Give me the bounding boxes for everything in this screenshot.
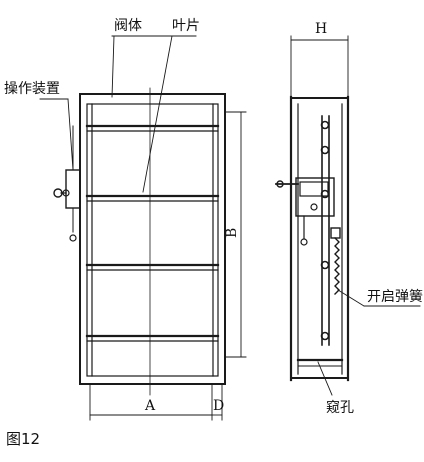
dimension-label-a: A [144, 398, 156, 414]
operating-device [53, 125, 81, 242]
peephole-leader [317, 361, 333, 396]
blade-2 [85, 194, 220, 202]
label-valve-body: 阀体 [114, 18, 142, 34]
front-dimensions [89, 111, 247, 421]
side-handle [275, 177, 335, 246]
figure-caption: 图12 [6, 430, 40, 448]
valve-body-outer-frame [79, 93, 226, 385]
leader-lines [39, 35, 197, 193]
label-blade: 叶片 [172, 18, 200, 34]
dimension-label-b: B [224, 228, 240, 238]
blade-3 [85, 263, 220, 271]
dimension-label-h: H [315, 21, 327, 37]
front-view [53, 87, 226, 396]
opening-spring [330, 227, 421, 307]
linkage-column [320, 115, 330, 346]
side-dimension-h [290, 35, 349, 98]
valve-body-inner-frame [86, 103, 219, 377]
blade-1 [85, 124, 220, 132]
side-view [275, 95, 421, 396]
label-peephole: 窥孔 [326, 399, 354, 416]
blade-4 [85, 334, 220, 342]
label-opening-spring: 开启弹簧 [367, 289, 423, 305]
dimension-label-d: D [213, 398, 224, 414]
label-operating-device: 操作装置 [4, 81, 60, 97]
